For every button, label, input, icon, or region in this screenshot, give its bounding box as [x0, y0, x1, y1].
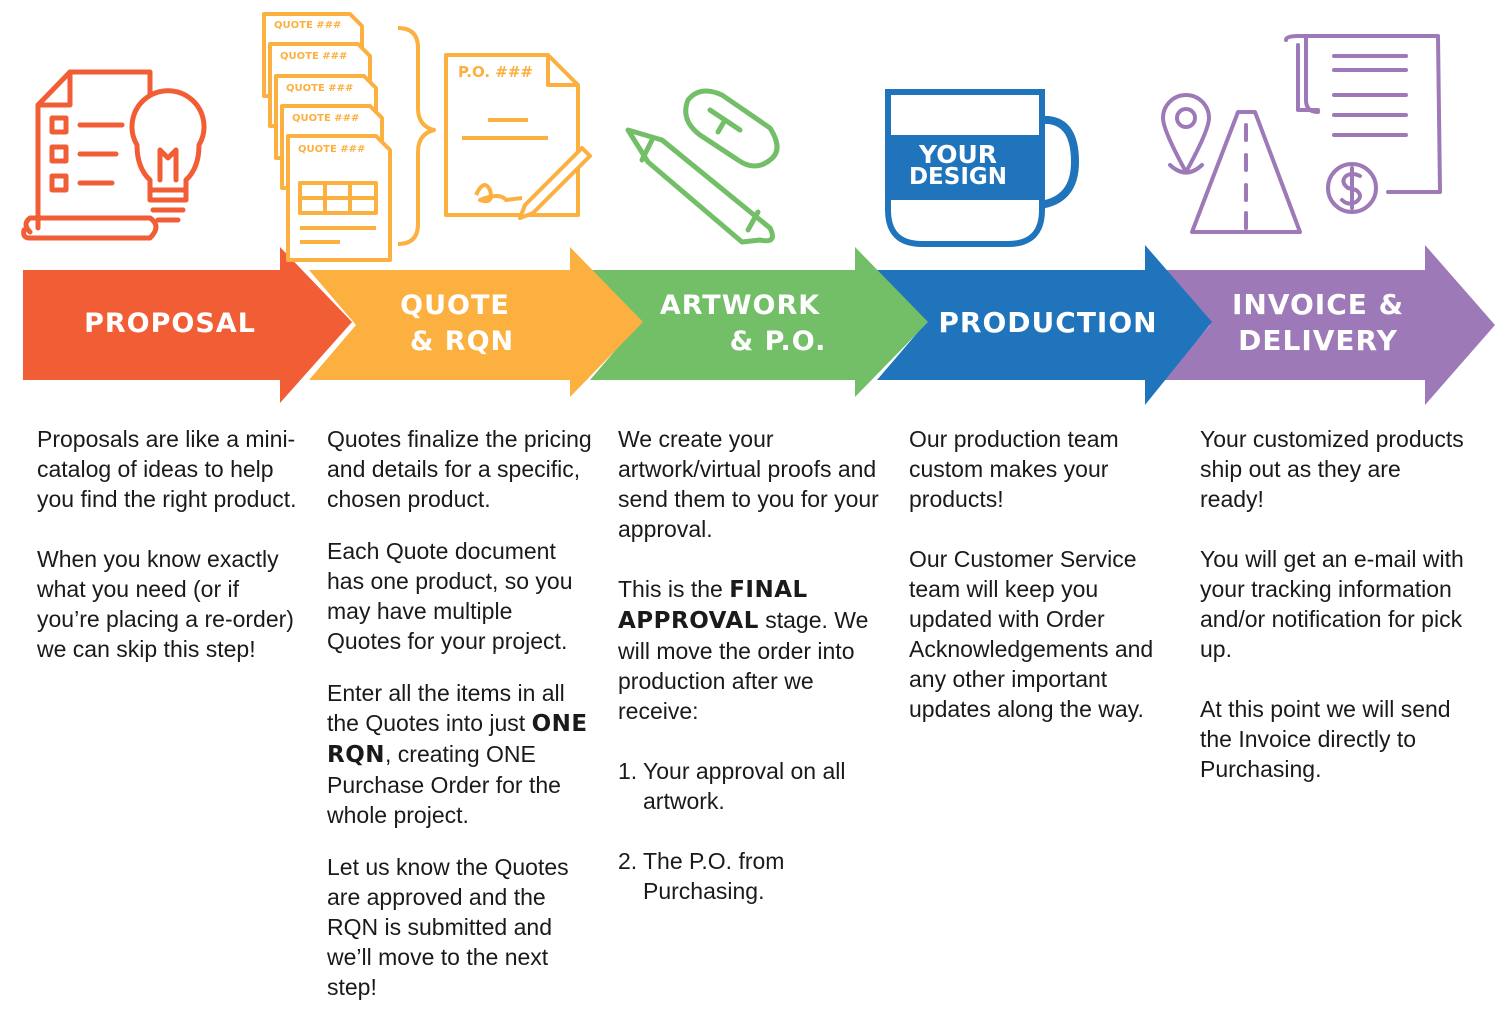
step-title-quote-line1: QUOTE: [400, 290, 510, 321]
quote-label-5: QUOTE ###: [298, 144, 365, 155]
column-production: Our production team custom makes your pr…: [909, 424, 1174, 754]
artwork-text-2-bold: FINAL APPROVAL: [618, 577, 808, 634]
column-proposal: Proposals are like a mini-catalog of ide…: [37, 424, 302, 694]
step-arrow-proposal: PROPOSAL: [23, 247, 352, 403]
invoice-text-1: Your customized products ship out as the…: [1200, 426, 1464, 512]
mug-text-line2: DESIGN: [909, 164, 1007, 190]
document-lightbulb-icon: [21, 69, 207, 241]
mug-icon: YOUR DESIGN: [885, 89, 1080, 247]
step-arrow-quote: QUOTE & RQN: [309, 247, 643, 397]
quote-text-3-before: Enter all the items in all the Quotes in…: [327, 680, 565, 736]
quote-text-3: Enter all the items in all the Quotes in…: [327, 678, 592, 830]
step-title-invoice-line1: INVOICE &: [1232, 288, 1404, 321]
production-text-2: Our Customer Service team will keep you …: [909, 546, 1154, 722]
quote-text-3-after: , creating ONE Purchase Order for the wh…: [327, 741, 561, 828]
list-item: 2.The P.O. from Purchasing.: [618, 846, 883, 906]
step-arrow-invoice: INVOICE & DELIVERY: [1163, 245, 1495, 405]
quote-label-1: QUOTE ###: [274, 20, 341, 31]
production-text-1: Our production team custom makes your pr…: [909, 426, 1119, 512]
artwork-text-2-after: stage. We will move the order into produ…: [618, 607, 869, 724]
quote-text-4: Let us know the Quotes are approved and …: [327, 854, 569, 1000]
list-item-number: 2.: [618, 848, 638, 874]
list-item-text: The P.O. from Purchasing.: [643, 848, 785, 904]
step-title-proposal: PROPOSAL: [84, 308, 256, 339]
column-invoice: Your customized products ship out as the…: [1200, 424, 1470, 814]
step-arrow-production: PRODUCTION: [877, 245, 1212, 405]
proposal-text-2: When you know exactly what you need (or …: [37, 546, 294, 662]
list-item-number: 1.: [618, 758, 638, 784]
list-item: 1.Your approval on all artwork.: [618, 756, 883, 816]
pencil-mouse-icon: [625, 88, 780, 245]
quote-text-2: Each Quote document has one product, so …: [327, 538, 573, 654]
artwork-text-2: This is the FINAL APPROVAL stage. We wil…: [618, 574, 883, 726]
artwork-text-1: We create your artwork/virtual proofs an…: [618, 426, 879, 542]
arrow-shape: [590, 247, 928, 397]
column-artwork: We create your artwork/virtual proofs an…: [618, 424, 883, 936]
invoice-text-2: You will get an e-mail with your trackin…: [1200, 546, 1464, 662]
step-title-artwork-line1: ARTWORK: [660, 290, 820, 321]
quote-label-4: QUOTE ###: [292, 113, 359, 124]
artwork-text-2-before: This is the: [618, 576, 730, 602]
proposal-text-1: Proposals are like a mini-catalog of ide…: [37, 426, 297, 512]
quotes-to-po-icon: QUOTE ### QUOTE ### QUOTE ### QUOTE ### …: [262, 12, 592, 262]
process-diagram: INVOICE & DELIVERY PRODUCTION ARTWORK & …: [21, 12, 1495, 405]
arrow-shape: [1163, 245, 1495, 405]
quote-text-1: Quotes finalize the pricing and details …: [327, 426, 592, 512]
column-quote: Quotes finalize the pricing and details …: [327, 424, 592, 1032]
list-item-text: Your approval on all artwork.: [643, 758, 846, 814]
road-invoice-icon: [1161, 34, 1442, 234]
invoice-text-3: At this point we will send the Invoice d…: [1200, 696, 1451, 782]
arrow-shape: [23, 247, 352, 403]
arrow-shape: [309, 247, 643, 397]
step-title-production: PRODUCTION: [938, 306, 1157, 339]
quote-label-3: QUOTE ###: [286, 83, 353, 94]
step-arrow-artwork: ARTWORK & P.O.: [590, 247, 928, 397]
mug-text-line1: YOUR: [918, 140, 997, 169]
step-title-invoice-line2: DELIVERY: [1238, 324, 1398, 357]
quote-label-2: QUOTE ###: [280, 51, 347, 62]
step-title-artwork-line2: & P.O.: [730, 326, 827, 357]
step-title-quote-line2: & RQN: [410, 326, 514, 357]
artwork-requirements-list: 1.Your approval on all artwork. 2.The P.…: [618, 756, 883, 906]
quote-text-3-bold: ONE RQN: [327, 711, 588, 768]
arrow-shape: [877, 245, 1212, 405]
po-label: P.O. ###: [458, 63, 533, 81]
